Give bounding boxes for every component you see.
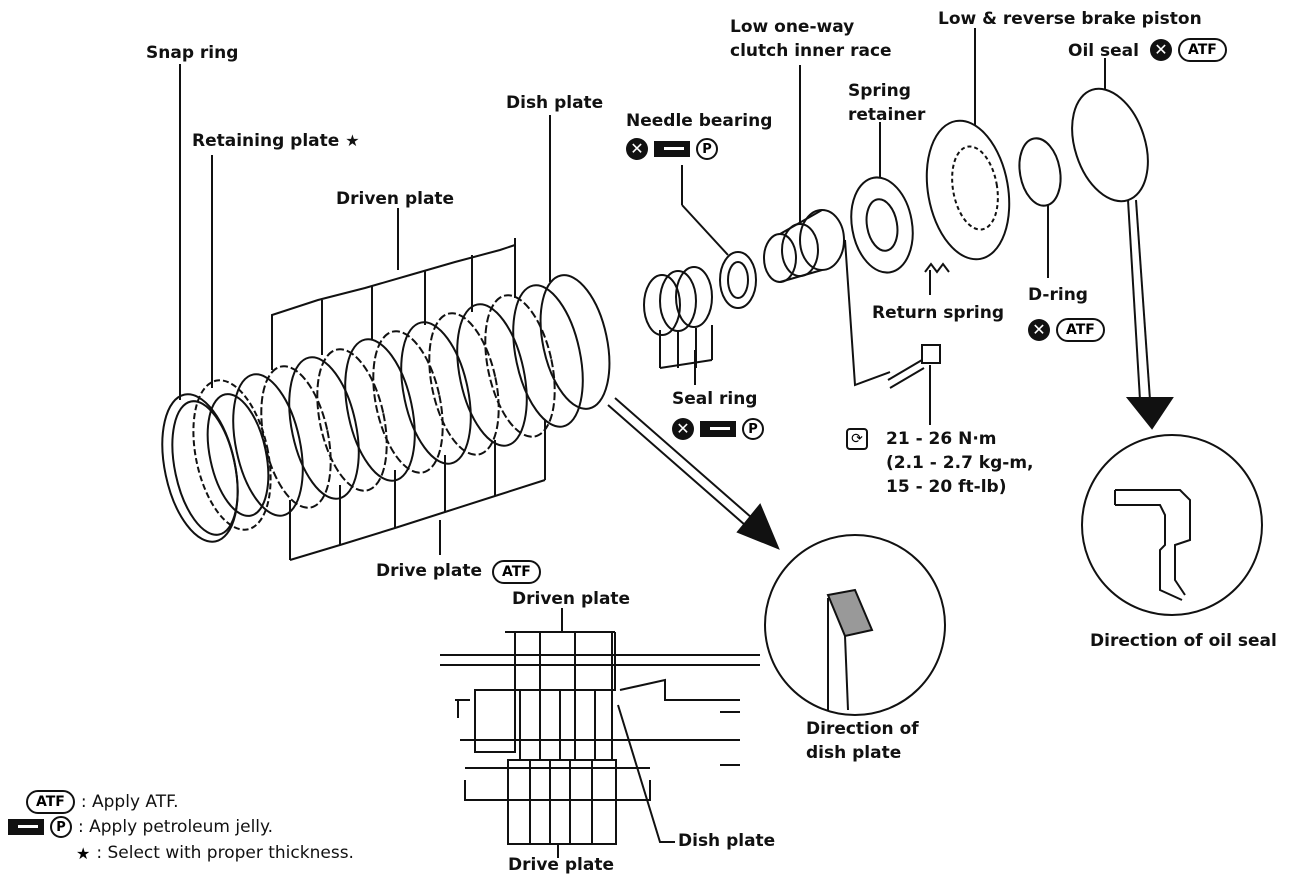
do-not-reuse-icon: ✕ [1150,39,1172,61]
label-low-reverse-piston: Low & reverse brake piston [938,9,1202,29]
do-not-reuse-icon: ✕ [672,418,694,440]
label-direction-dish-1: Direction of [806,719,919,739]
label-driven-plate-detail: Driven plate [512,589,631,609]
label-seal-ring: Seal ring [672,389,758,409]
atf-icon: ATF [1178,38,1227,62]
drive-plate-bracket [289,420,546,561]
oil-seal-detail-circle [1081,434,1263,616]
spring-retainer [850,176,914,274]
label-spring-retainer-2: retainer [848,105,926,125]
legend-star: ★ : Select with proper thickness. [76,842,354,864]
star-icon: ★ [76,843,91,863]
label-drive-plate-detail: Drive plate [508,855,614,875]
arrow-to-dish-detail [607,397,780,550]
drive-plate-symbols: ATF [492,560,541,584]
petroleum-jelly-icon [8,819,44,835]
legend-atf: ATF : Apply ATF. [26,790,179,814]
label-low-oneway-2: clutch inner race [730,41,892,61]
atf-icon: ATF [492,560,541,584]
needle-bearing [719,251,757,309]
seal-rings [643,266,713,369]
label-low-oneway-1: Low one-way [730,17,855,37]
atf-icon: ATF [1056,318,1105,342]
label-oil-seal: Oil seal [1068,41,1139,61]
torque-wrench-icon: ⟳ [846,428,868,450]
oil-seal-symbols: ✕ ATF [1150,38,1227,62]
bolt [887,344,941,425]
d-ring-symbols: ✕ ATF [1028,318,1105,342]
low-reverse-brake-piston [925,119,1011,261]
label-d-ring: D-ring [1028,285,1088,305]
label-driven-plate: Driven plate [336,189,455,209]
label-needle-bearing: Needle bearing [626,111,773,131]
oil-seal [1071,87,1149,203]
label-torque-2: (2.1 - 2.7 kg-m, [886,453,1034,473]
driven-plate-bracket [271,208,516,370]
petroleum-jelly-icon [700,421,736,437]
label-torque-1: 21 - 26 N·m [886,429,997,449]
p-circle-icon: P [50,816,72,838]
torque-symbol: ⟳ [846,428,868,450]
arrow-to-oil-seal-detail [1125,199,1174,430]
clutch-plates [232,284,584,517]
seal-ring-symbols: ✕ P [672,418,764,440]
legend-jelly-text: : Apply petroleum jelly. [78,817,274,837]
return-spring [924,262,950,295]
label-retaining-plate: Retaining plate [192,131,340,151]
d-ring [1018,137,1062,207]
legend-jelly: P : Apply petroleum jelly. [8,816,273,838]
label-direction-dish-2: dish plate [806,743,902,763]
needle-bearing-symbols: ✕ P [626,138,718,160]
retaining-plate [192,379,272,531]
dish-plate-detail-circle [764,534,946,716]
p-circle-icon: P [742,418,764,440]
label-torque-3: 15 - 20 ft-lb) [886,477,1007,497]
dish-plate [539,274,611,410]
label-retaining-plate-wrap: Retaining plate ★ [192,130,360,152]
label-drive-plate: Drive plate [376,561,482,581]
p-circle-icon: P [696,138,718,160]
section-detail [440,608,760,858]
legend-atf-text: : Apply ATF. [80,792,179,812]
label-direction-oil-seal: Direction of oil seal [1090,631,1277,651]
label-return-spring: Return spring [872,303,1005,323]
label-dish-plate-detail: Dish plate [678,831,776,851]
star-icon: ★ [345,131,360,150]
legend-star-text: : Select with proper thickness. [96,843,354,863]
do-not-reuse-icon: ✕ [626,138,648,160]
petroleum-jelly-icon [654,141,690,157]
label-dish-plate: Dish plate [506,93,604,113]
low-oneway-clutch-inner-race [763,209,845,283]
do-not-reuse-icon: ✕ [1028,319,1050,341]
label-spring-retainer-1: Spring [848,81,911,101]
atf-icon: ATF [26,790,75,814]
label-snap-ring: Snap ring [146,43,239,63]
